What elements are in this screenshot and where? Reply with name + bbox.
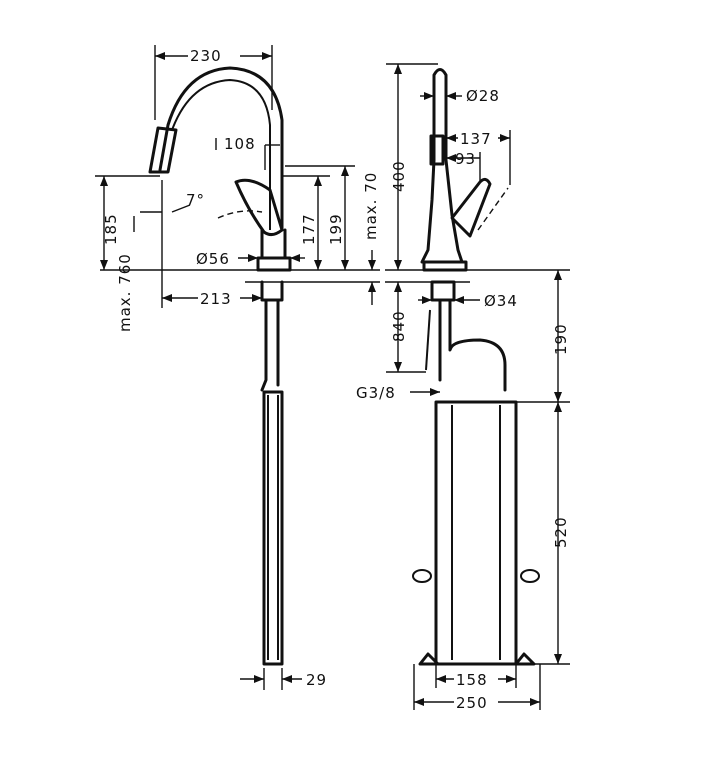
clip-right: [520, 569, 540, 583]
dim-158-label: 158: [456, 671, 488, 689]
left-view: 230 108 185 7° max. 760 177 199: [95, 45, 380, 690]
lever: [234, 178, 284, 237]
mount-nut: [260, 280, 284, 302]
front-lever: [450, 177, 492, 238]
dim-250-label: 250: [456, 694, 488, 712]
front-lever-alt: [477, 187, 509, 231]
right-view: 400 Ø28 137 93 840 Ø34 G3: [356, 63, 570, 712]
hose-left: [260, 298, 268, 392]
foot-right: [514, 652, 536, 666]
dim-199-label: 199: [327, 213, 345, 245]
spray-button: [429, 134, 445, 166]
front-spout: [420, 68, 464, 264]
dim-29-label: 29: [306, 671, 327, 689]
dim-max760-label: max. 760: [116, 253, 134, 332]
dim-dia28-label: Ø28: [466, 87, 500, 105]
spout-arc: [158, 66, 284, 232]
weight-hose-sleeve: [262, 390, 284, 666]
dim-185-label: 185: [102, 213, 120, 245]
dim-840-label: 840: [390, 310, 408, 342]
dim-g38-label: G3/8: [356, 384, 396, 402]
dim-400-label: 400: [390, 160, 408, 192]
weight-box: [434, 400, 518, 666]
dim-520-label: 520: [552, 516, 570, 548]
dim-dia34-label: Ø34: [484, 292, 518, 310]
spray-head: [148, 126, 178, 174]
dim-137-label: 137: [460, 130, 492, 148]
spout-inner: [171, 78, 271, 230]
dim-93-label: 93: [455, 150, 476, 168]
foot-left: [418, 652, 440, 666]
front-hose-3: [425, 309, 431, 371]
lever-alt-position: [217, 210, 263, 219]
front-base: [422, 260, 468, 272]
dim-190-label: 190: [552, 323, 570, 355]
dim-177-label: 177: [300, 213, 318, 245]
dim-7deg-label: 7°: [186, 191, 205, 209]
dim-dia56-label: Ø56: [196, 250, 230, 268]
dim-230-label: 230: [190, 47, 222, 65]
clip-left: [412, 569, 432, 583]
front-hose-2: [448, 298, 507, 392]
dim-108-label: 108: [224, 135, 256, 153]
dim-213-label: 213: [200, 290, 232, 308]
dim-max70-label: max. 70: [362, 172, 380, 240]
faucet-base: [256, 256, 292, 272]
front-mount-nut: [430, 280, 456, 302]
